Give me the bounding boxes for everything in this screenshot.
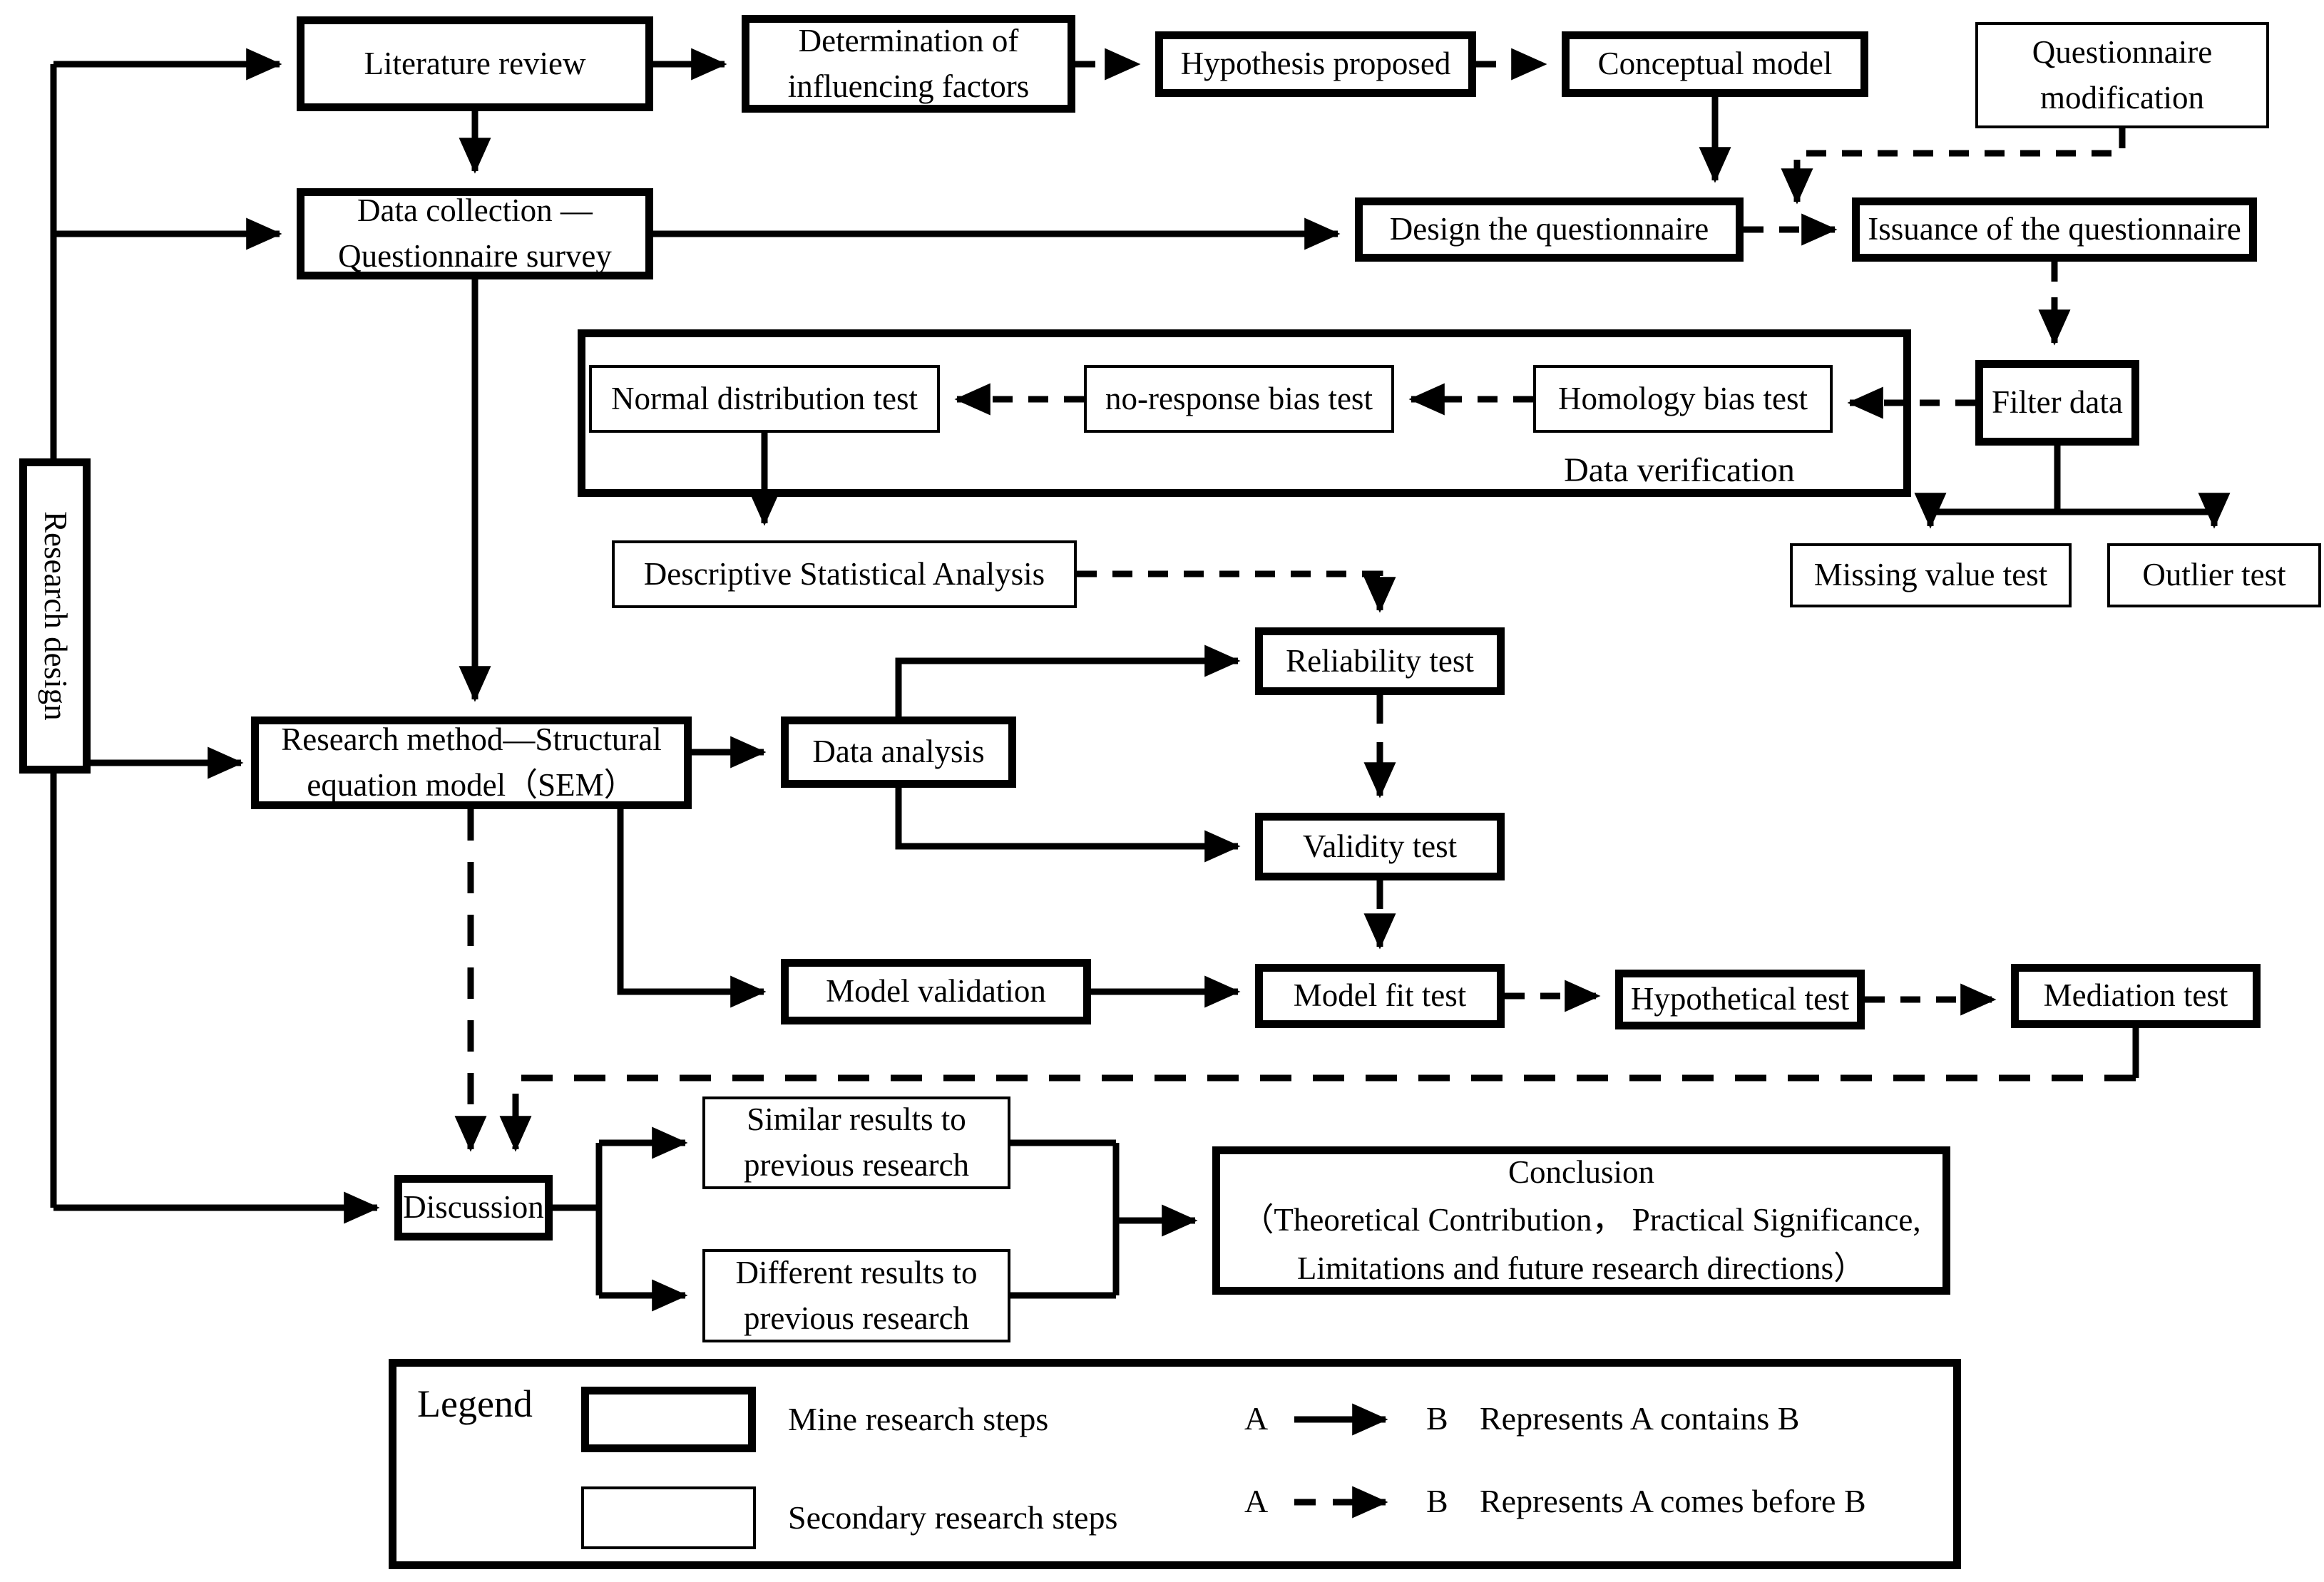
node-model-fit-test: Model fit test (1255, 964, 1505, 1028)
legend-contains-label: Represents A contains B (1480, 1400, 1800, 1437)
arrow-data-analysis-to-reliability (895, 644, 1241, 716)
node-data-collection: Data collection — Questionnaire survey (297, 188, 653, 279)
node-outlier-test: Outlier test (2107, 543, 2321, 607)
legend-mine-label: Mine research steps (788, 1401, 1049, 1437)
node-no-response-bias-test: no-response bias test (1084, 365, 1394, 433)
node-design-questionnaire: Design the questionnaire (1355, 197, 1744, 262)
results-merge-line (1010, 1139, 1120, 1299)
arrow-descriptive-to-reliability (1077, 570, 1396, 613)
node-issuance-questionnaire: Issuance of the questionnaire (1852, 197, 2257, 262)
legend-contains-a: A (1244, 1400, 1269, 1437)
node-homology-bias-test: Homology bias test (1533, 365, 1833, 433)
legend-mine-swatch (581, 1387, 756, 1452)
filter-split-line (1930, 446, 2214, 515)
node-missing-value-test: Missing value test (1790, 543, 2072, 607)
legend-before-b: B (1426, 1483, 1448, 1519)
legend-secondary-swatch (581, 1486, 756, 1549)
node-descriptive-statistical-analysis: Descriptive Statistical Analysis (612, 540, 1077, 608)
arrow-data-analysis-to-validity (895, 788, 1241, 863)
node-filter-data: Filter data (1975, 360, 2139, 446)
node-data-analysis: Data analysis (781, 716, 1016, 788)
legend-title: Legend (417, 1382, 533, 1425)
discussion-split-line (553, 1143, 603, 1295)
node-research-method-sem: Research method—Structural equation mode… (251, 716, 692, 809)
arrow-questionnaire-modification-to-issuance (1781, 128, 2126, 205)
node-research-design: Research design (19, 458, 91, 774)
node-reliability-test: Reliability test (1255, 627, 1505, 695)
node-hypothetical-test: Hypothetical test (1615, 970, 1865, 1029)
data-verification-label: Data verification (1564, 451, 1795, 489)
arrow-sem-to-model-validation (617, 809, 767, 1008)
legend-before-a: A (1244, 1483, 1269, 1519)
node-discussion: Discussion (394, 1175, 553, 1241)
node-conclusion: Conclusion （Theoretical Contribution， Pr… (1212, 1146, 1950, 1295)
node-model-validation: Model validation (781, 959, 1091, 1024)
node-literature-review: Literature review (297, 16, 653, 111)
node-determination-factors: Determination of influencing factors (742, 15, 1075, 113)
legend-before-label: Represents A comes before B (1480, 1483, 1866, 1519)
node-mediation-test: Mediation test (2011, 964, 2261, 1028)
node-questionnaire-modification: Questionnaire modification (1975, 22, 2269, 128)
node-similar-results: Similar results to previous research (702, 1096, 1010, 1189)
node-different-results: Different results to previous research (702, 1249, 1010, 1342)
node-hypothesis-proposed: Hypothesis proposed (1155, 31, 1476, 97)
legend-secondary-label: Secondary research steps (788, 1499, 1118, 1536)
node-normal-distribution-test: Normal distribution test (589, 365, 940, 433)
node-conceptual-model: Conceptual model (1562, 31, 1868, 97)
arrow-mediation-to-discussion (499, 1074, 2136, 1152)
legend-contains-b: B (1426, 1400, 1448, 1437)
node-validity-test: Validity test (1255, 813, 1505, 880)
